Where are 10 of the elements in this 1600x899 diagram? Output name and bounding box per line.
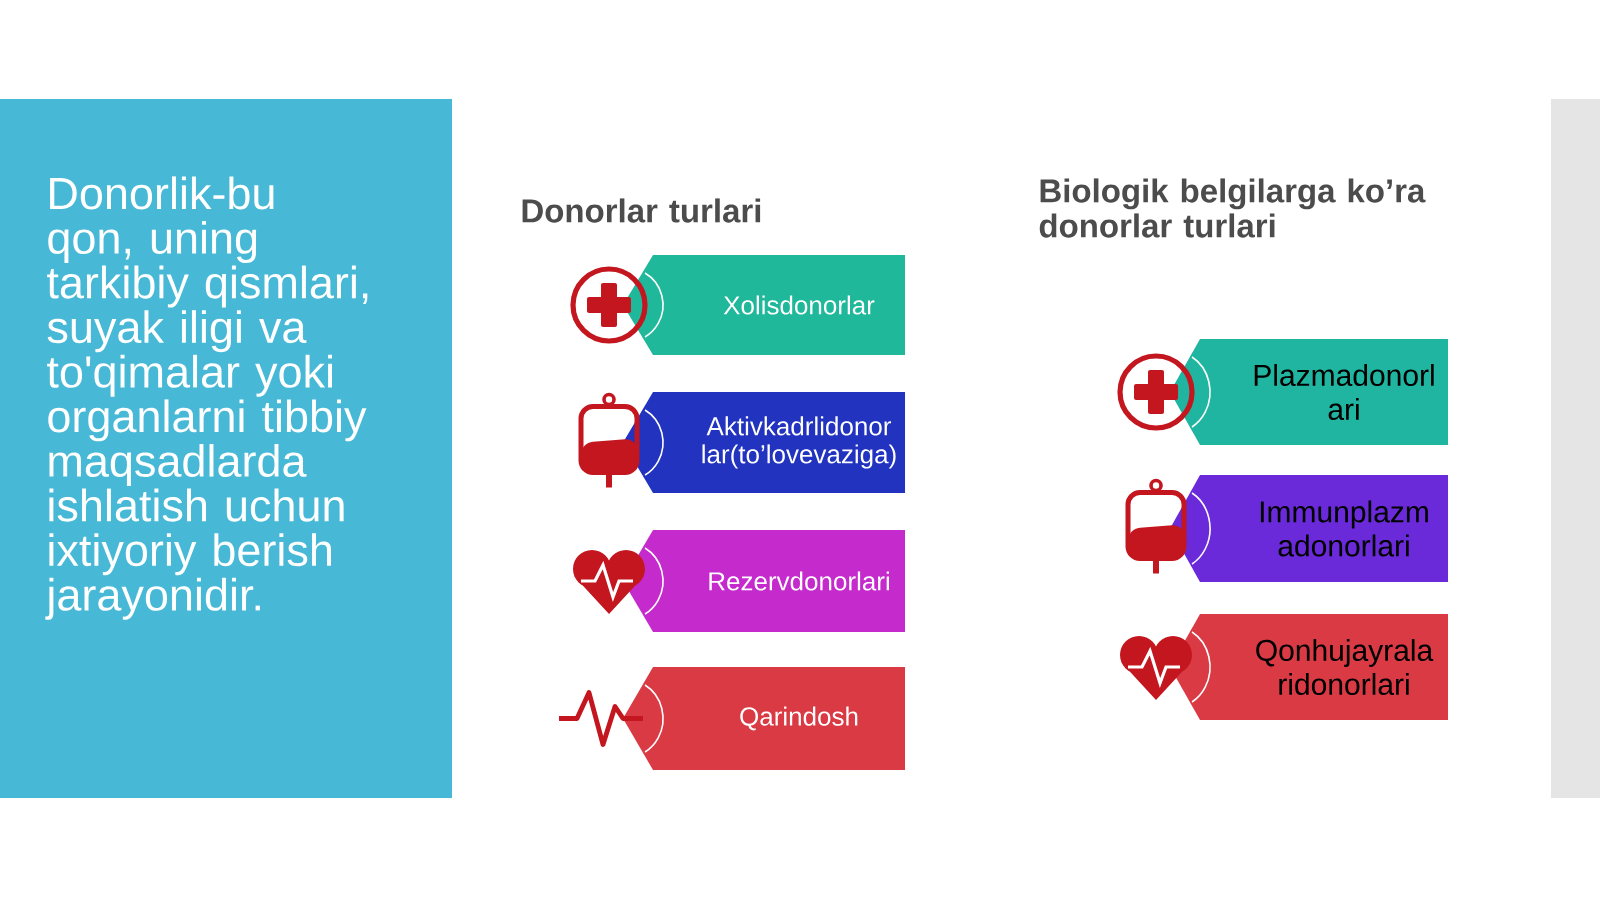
tag-box: Qonhujayrala ridonorlari	[1170, 614, 1448, 720]
text-panel: Donorlik-bu qon, uning tarkibiy qismlari, suyak iligi va to'qimalar yoki organlarni tibbiy maqsadlarda ishlatish uchun ixtiyoriy berish jarayonidir.	[0, 99, 452, 798]
tag-box: Immunplazm adonorlari	[1170, 475, 1448, 582]
section-heading: Biologik belgilarga ko’ra donorlar turlari	[1039, 178, 1426, 238]
tag-box: Plazmadonorl ari	[1170, 339, 1448, 445]
section-heading: Donorlar turlari	[522, 198, 761, 223]
tag-box: Xolisdonorlar	[623, 255, 905, 355]
tag-box: Aktivkadrlidonor lar(to’lovevaziga)	[623, 392, 905, 493]
tag-box: Rezervdonorlari	[623, 530, 905, 632]
tag-box: Qarindosh	[623, 667, 905, 770]
